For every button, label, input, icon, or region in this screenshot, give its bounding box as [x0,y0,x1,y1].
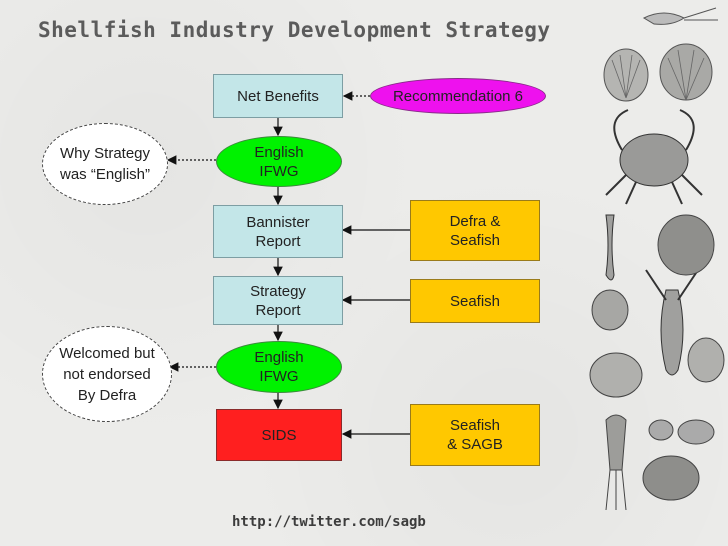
seafish-box: Seafish [410,279,540,323]
why-english-note: Why Strategy was “English” [42,123,168,205]
net-benefits-box: Net Benefits [213,74,343,118]
crab-icon [605,109,703,205]
lobster-icon [605,214,699,376]
defra-seafish-box: Defra & Seafish [410,200,540,261]
sids-box: SIDS [216,409,342,461]
english-ifwg-node-2: English IFWG [216,341,342,393]
shrimp-icon [642,7,718,25]
strategy-report-box: Strategy Report [213,276,343,325]
welcomed-note: Welcomed but not endorsed By Defra [42,326,172,422]
page-title: Shellfish Industry Development Strategy [38,18,551,42]
seafish-sagb-box: Seafish & SAGB [410,404,540,466]
shellfish-illustrations [589,7,725,511]
twitter-link[interactable]: http://twitter.com/sagb [232,514,426,530]
oyster-icon [591,214,715,331]
english-ifwg-node-1: English IFWG [216,136,342,187]
scallop-shell-icon [603,43,713,102]
recommendation-6-node: Recommendation 6 [370,78,546,114]
clam-icon [589,337,725,398]
squid-icon [605,414,627,511]
bannister-report-box: Bannister Report [213,205,343,258]
whelk-icon [642,419,715,501]
